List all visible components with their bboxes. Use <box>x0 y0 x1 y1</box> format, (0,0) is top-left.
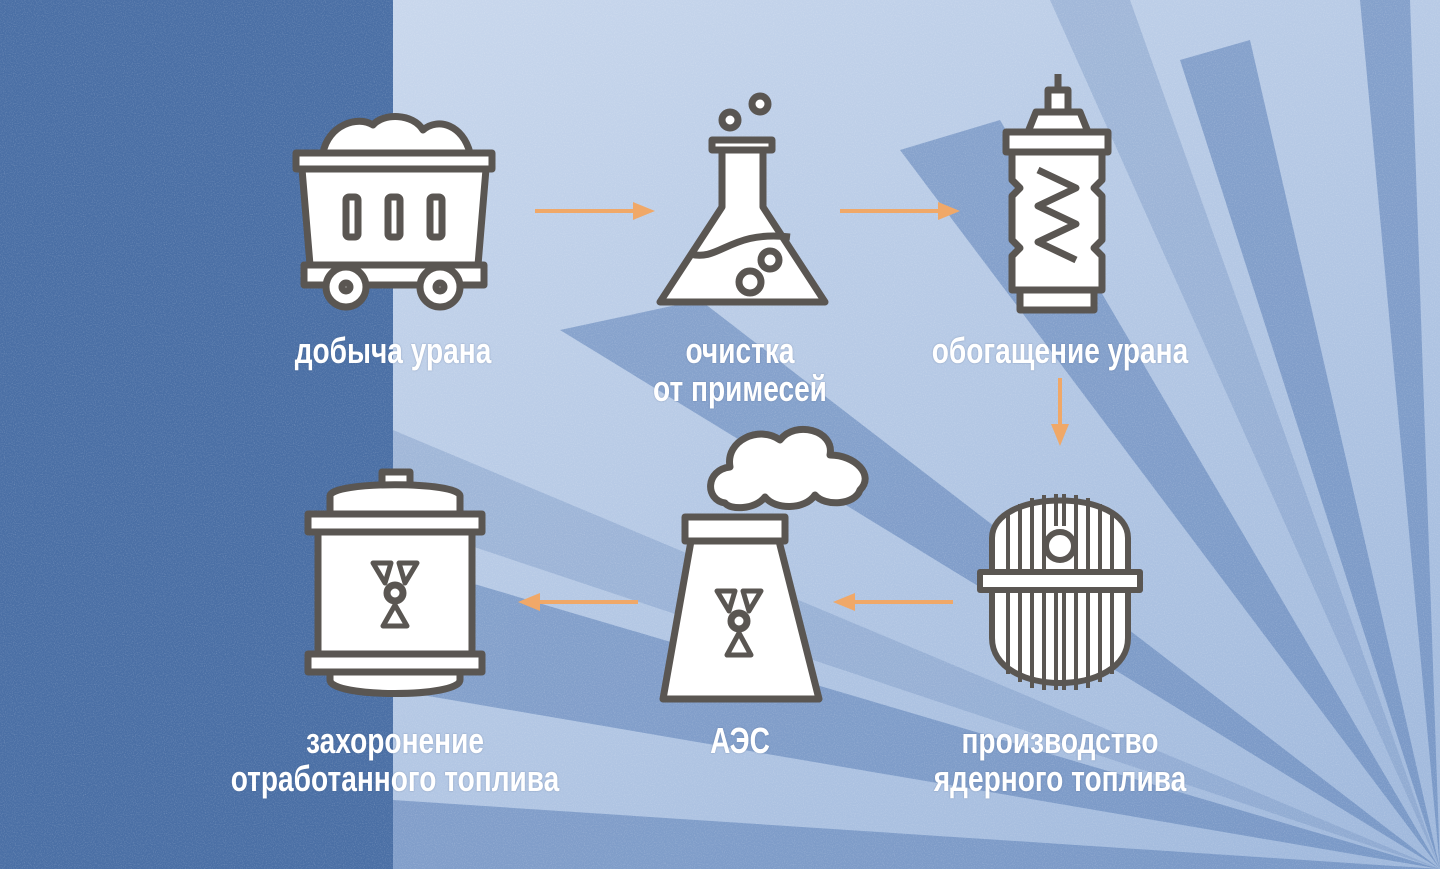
arrow-left-2 <box>518 593 638 611</box>
label-line: производство <box>961 720 1159 761</box>
step-label-npp: АЭС <box>710 722 770 760</box>
fuel-assembly-icon <box>977 494 1143 690</box>
waste-barrel-icon <box>304 468 486 697</box>
label-line: добыча урана <box>294 330 492 371</box>
label-line: ядерного топлива <box>933 758 1187 799</box>
label-line: АЭС <box>710 720 770 761</box>
flask-icon <box>656 92 829 306</box>
label-line: отработанного топлива <box>230 758 560 799</box>
mine-cart-icon <box>292 113 496 311</box>
label-line: от примесей <box>653 368 827 409</box>
arrow-left-1 <box>833 593 953 611</box>
arrow-right-1 <box>535 202 655 220</box>
label-line: очистка <box>685 330 795 371</box>
label-line: захоронение <box>305 720 484 761</box>
step-label-mining: добыча урана <box>295 332 492 370</box>
label-line: обогащение урана <box>931 330 1189 371</box>
power-plant-icon <box>659 425 869 703</box>
arrow-right-2 <box>840 202 960 220</box>
step-label-enrichment: обогащение урана <box>932 332 1189 370</box>
centrifuge-icon <box>1002 74 1112 314</box>
arrow-down <box>1051 378 1069 446</box>
